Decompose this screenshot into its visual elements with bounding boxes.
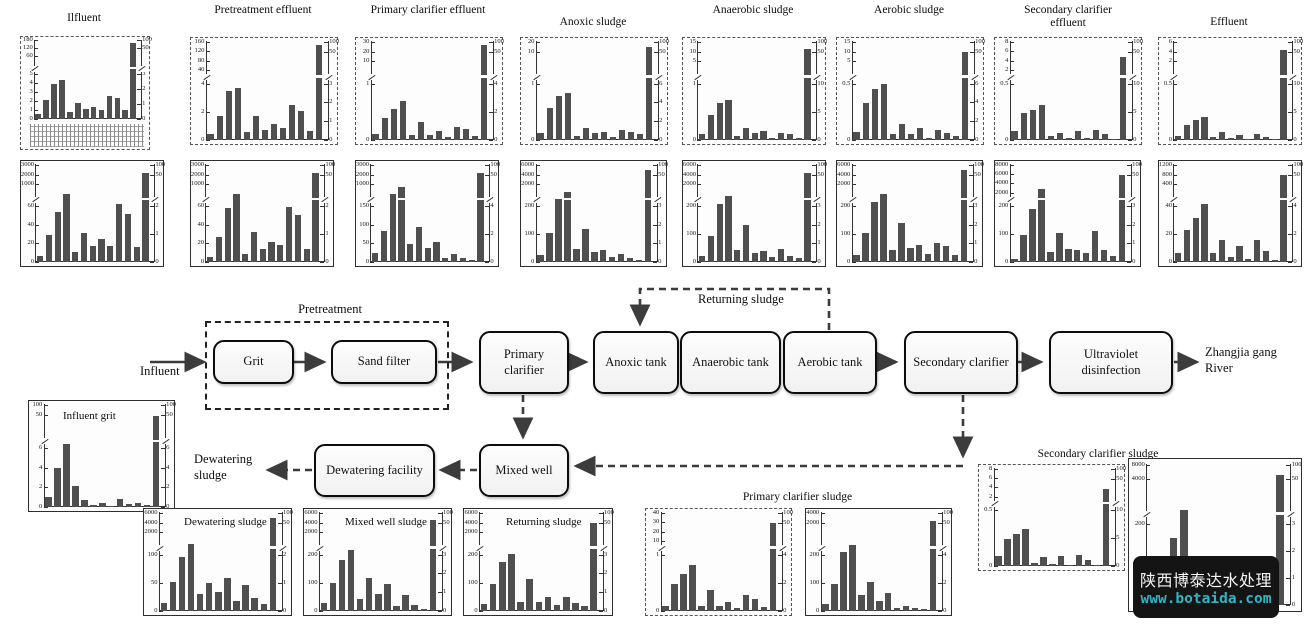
chart-secondary-clarifier-effluent-title: Secondary clarifier effluent (1024, 4, 1112, 29)
watermark-badge: 陕西博泰达水处理 www.botaida.com (1133, 556, 1279, 618)
watermark-company-name: 陕西博泰达水处理 (1139, 573, 1272, 590)
returning-sludge-label: Returning sludge (698, 292, 784, 306)
primary-clarifier-sludge-label: Primary clarifier sludge (742, 491, 853, 503)
chart-pretreatment-effluent-title: Pretreatment effluent (214, 4, 312, 16)
grit-box: Grit (213, 340, 294, 384)
mixed-well-box: Mixed well (479, 444, 569, 497)
chart-returning-sludge-title: Returning sludge (506, 516, 582, 528)
pretreatment-boundary (205, 321, 449, 410)
dewatering-sludge-label: Dewatering sludge (194, 452, 253, 482)
anaerobic-tank-box: Anaerobic tank (680, 331, 781, 394)
chart-influent-a-title: Ilfluent (67, 12, 101, 24)
secondary-clarifier-box: Secondary clarifier (904, 331, 1018, 394)
chart-primary-clarifier-effluent-title: Primary clarifier effluent (370, 4, 486, 16)
chart-anaerobic-sludge-title: Anaerobic sludge (712, 4, 794, 16)
river-label: Zhangjia gang River (1205, 345, 1277, 375)
sand-filter-box: Sand filter (331, 340, 437, 384)
chart-influent-grit-title: Influent grit (63, 410, 116, 422)
watermark-url: www.botaida.com (1140, 591, 1272, 607)
aerobic-tank-box: Aerobic tank (783, 331, 877, 394)
dewatering-facility-box: Dewatering facility (314, 444, 435, 497)
chart-anoxic-sludge-title: Anoxic sludge (559, 16, 627, 28)
chart-dewatering-sludge-title: Dewatering sludge (184, 516, 267, 528)
uv-disinfection-box: Ultraviolet disinfection (1049, 331, 1173, 394)
chart-aerobic-sludge-title: Aerobic sludge (874, 4, 944, 16)
chart-mixed-well-sludge-title: Mixed well sludge (345, 516, 427, 528)
influent-label: Influent (140, 364, 180, 378)
anoxic-tank-box: Anoxic tank (593, 331, 679, 394)
secondary-clarifier-sludge-label: Secondary clarifier sludge (1037, 448, 1159, 460)
primary-clarifier-box: Primary clarifier (479, 331, 569, 394)
pretreatment-label: Pretreatment (298, 302, 362, 316)
chart-effluent-title: Effluent (1210, 16, 1248, 28)
